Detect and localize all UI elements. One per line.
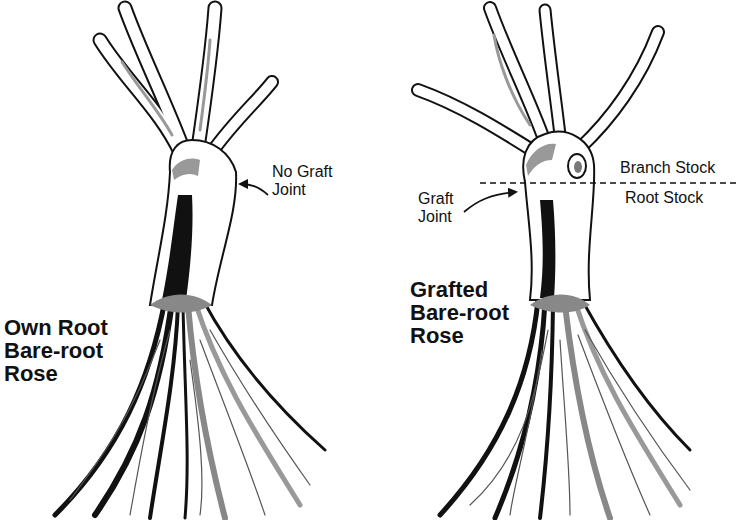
plant-title: Own Root Bare-root Rose bbox=[4, 316, 129, 385]
callout-label: No Graft Joint bbox=[272, 163, 347, 200]
trunk-shading bbox=[530, 294, 590, 312]
graft-bud-eye bbox=[568, 154, 586, 178]
leader-line bbox=[464, 192, 516, 212]
callout-label: Graft Joint bbox=[418, 190, 473, 227]
trunk-shading bbox=[150, 294, 212, 312]
grafted-branches bbox=[418, 8, 658, 152]
trunk-shading bbox=[172, 158, 200, 180]
grafted-trunk bbox=[523, 132, 594, 300]
graft-bud-eye bbox=[574, 161, 582, 173]
grafted-roots bbox=[440, 300, 690, 518]
trunk-shading bbox=[540, 200, 555, 298]
plant-title: Grafted Bare-root Rose bbox=[410, 278, 535, 347]
section-label: Root Stock bbox=[625, 189, 703, 207]
trunk-shading bbox=[526, 144, 556, 176]
section-label: Branch Stock bbox=[620, 159, 715, 177]
trunk-shading bbox=[162, 195, 193, 300]
own-root-branches bbox=[100, 8, 272, 152]
own-root-trunk bbox=[150, 140, 236, 305]
leader-line bbox=[240, 184, 268, 195]
graft-divider-line bbox=[480, 182, 736, 184]
